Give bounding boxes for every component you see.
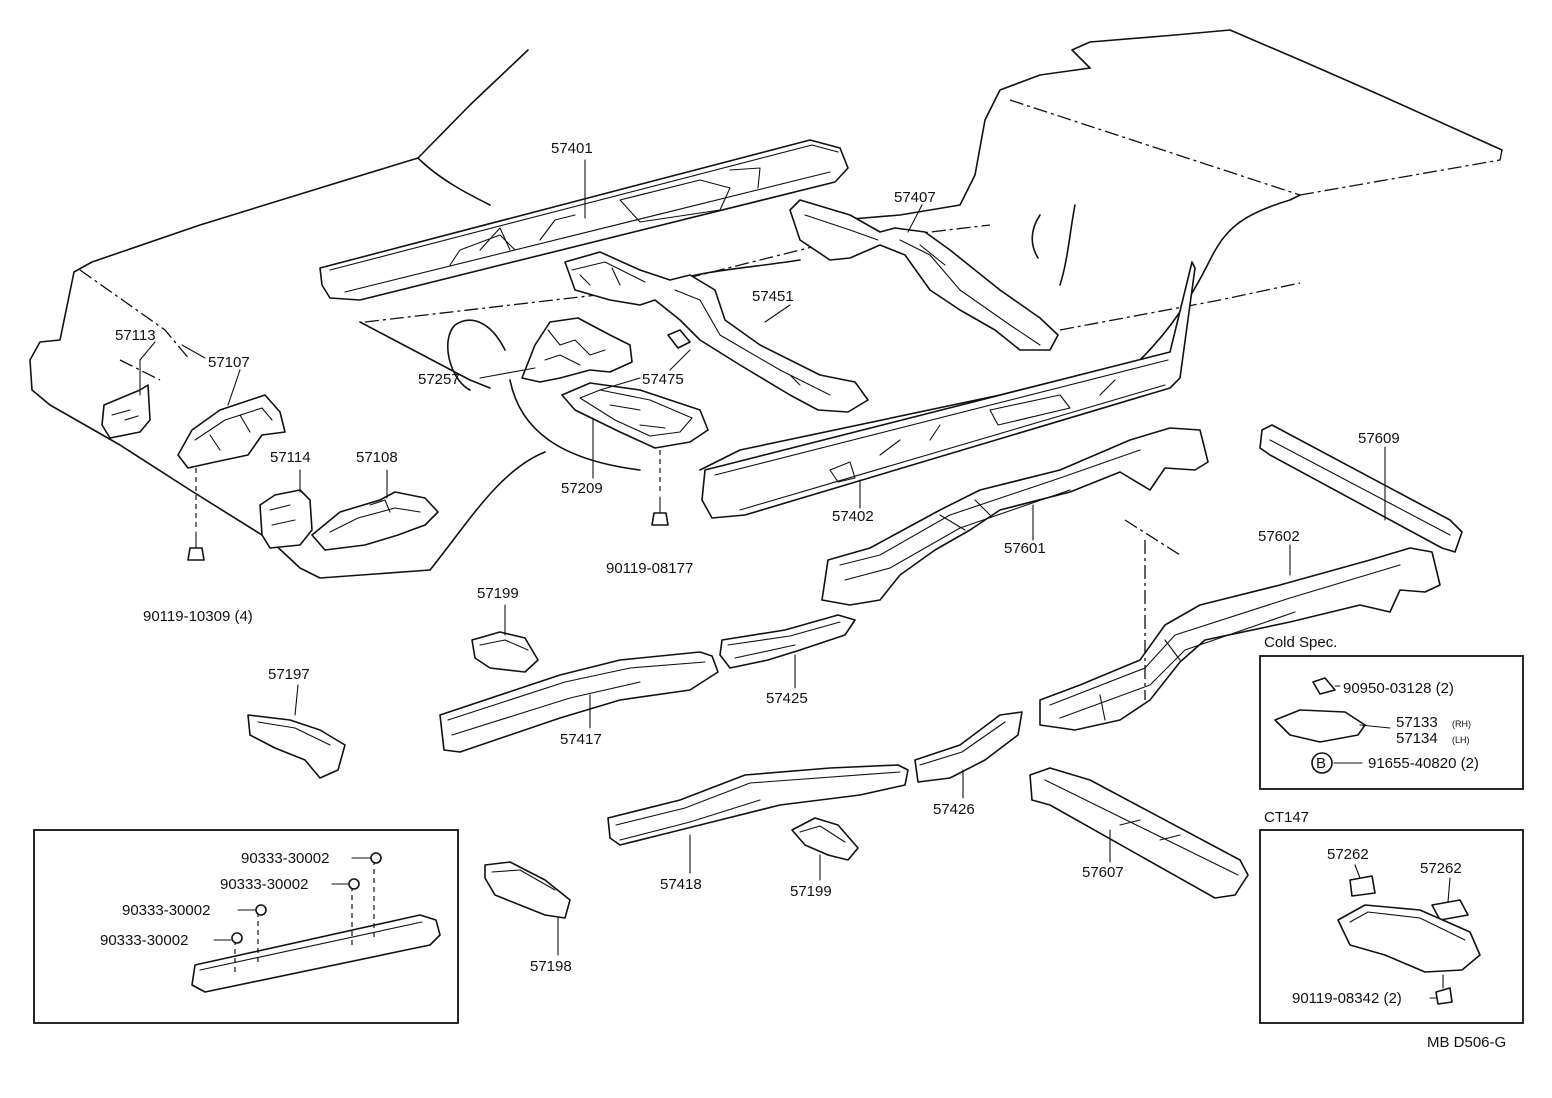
inset-plugs-box (33, 829, 459, 1024)
part-57108-shape (311, 491, 439, 551)
part-57113-shape (101, 384, 151, 439)
label-57133: 57133 (1396, 714, 1438, 731)
part-57451-shape (564, 251, 869, 413)
part-57609-shape (1259, 424, 1463, 553)
part-57198-shape (484, 861, 571, 919)
part-57602-shape (1039, 547, 1441, 731)
label-90333-30002-d: 90333-30002 (100, 932, 188, 949)
inset-ct147-box (1259, 829, 1524, 1024)
part-57601-shape (821, 427, 1209, 606)
label-57601: 57601 (1004, 540, 1046, 557)
label-57609: 57609 (1358, 430, 1400, 447)
part-57418-shape (607, 764, 909, 846)
label-90119-10309: 90119-10309 (4) (143, 608, 253, 625)
label-57401: 57401 (551, 140, 593, 157)
label-57114: 57114 (270, 449, 311, 466)
label-57197: 57197 (268, 666, 310, 683)
label-57199-top: 57199 (477, 585, 519, 602)
label-57113: 57113 (115, 327, 156, 344)
label-57417: 57417 (560, 731, 602, 748)
label-57402: 57402 (832, 508, 874, 525)
label-90119-08342: 90119-08342 (2) (1292, 990, 1402, 1007)
bolt-90119-08177-shape (651, 450, 669, 526)
part-labels: 57401 57407 57451 57113 57107 57257 5747… (100, 140, 1506, 1051)
label-57199-bottom: 57199 (790, 883, 832, 900)
label-90950-03128: 90950-03128 (2) (1343, 680, 1454, 697)
part-57257-shape (521, 317, 633, 383)
label-57262-b: 57262 (1420, 860, 1462, 877)
label-b-mark: B (1316, 755, 1326, 772)
part-57199a-shape (471, 631, 539, 673)
label-57134: 57134 (1396, 730, 1438, 747)
label-57133-side: (RH) (1452, 719, 1471, 729)
part-57475-shape (667, 329, 691, 349)
label-57209: 57209 (561, 480, 603, 497)
ct147-title: CT147 (1264, 809, 1309, 826)
cold-spec-title: Cold Spec. (1264, 634, 1337, 651)
bolt-90119-10309-shape (187, 468, 205, 561)
label-57108: 57108 (356, 449, 398, 466)
label-57607: 57607 (1082, 864, 1124, 881)
part-57426-shape (914, 711, 1023, 783)
label-57407: 57407 (894, 189, 936, 206)
part-57407-shape (789, 199, 1059, 351)
diagram-code: MB D506-G (1427, 1034, 1506, 1051)
part-57401-shape (319, 139, 849, 301)
label-91655-40820: 91655-40820 (2) (1368, 755, 1479, 772)
label-90333-30002-c: 90333-30002 (122, 902, 210, 919)
label-90119-08177: 90119-08177 (606, 560, 693, 577)
label-57107: 57107 (208, 354, 250, 371)
label-57475: 57475 (642, 371, 684, 388)
leader-lines (139, 159, 1451, 956)
label-57602: 57602 (1258, 528, 1300, 545)
part-57425-shape (719, 614, 856, 669)
part-57197-shape (247, 714, 346, 779)
label-57426: 57426 (933, 801, 975, 818)
label-57418: 57418 (660, 876, 702, 893)
body-outline (29, 29, 1503, 579)
part-57209-shape (561, 382, 709, 449)
part-57402-shape (701, 261, 1196, 519)
label-57451: 57451 (752, 288, 794, 305)
label-57257: 57257 (418, 371, 460, 388)
part-57199b-shape (791, 817, 859, 861)
part-57607-shape (1029, 519, 1249, 899)
label-57262-a: 57262 (1327, 846, 1369, 863)
part-57107-shape (177, 394, 286, 469)
label-90333-30002-a: 90333-30002 (241, 850, 329, 867)
part-57114-shape (259, 489, 313, 549)
label-90333-30002-b: 90333-30002 (220, 876, 308, 893)
label-57425: 57425 (766, 690, 808, 707)
label-57134-side: (LH) (1452, 735, 1470, 745)
label-57198: 57198 (530, 958, 572, 975)
part-57417-shape (439, 651, 719, 753)
inset-cold-spec-box (1259, 655, 1524, 790)
